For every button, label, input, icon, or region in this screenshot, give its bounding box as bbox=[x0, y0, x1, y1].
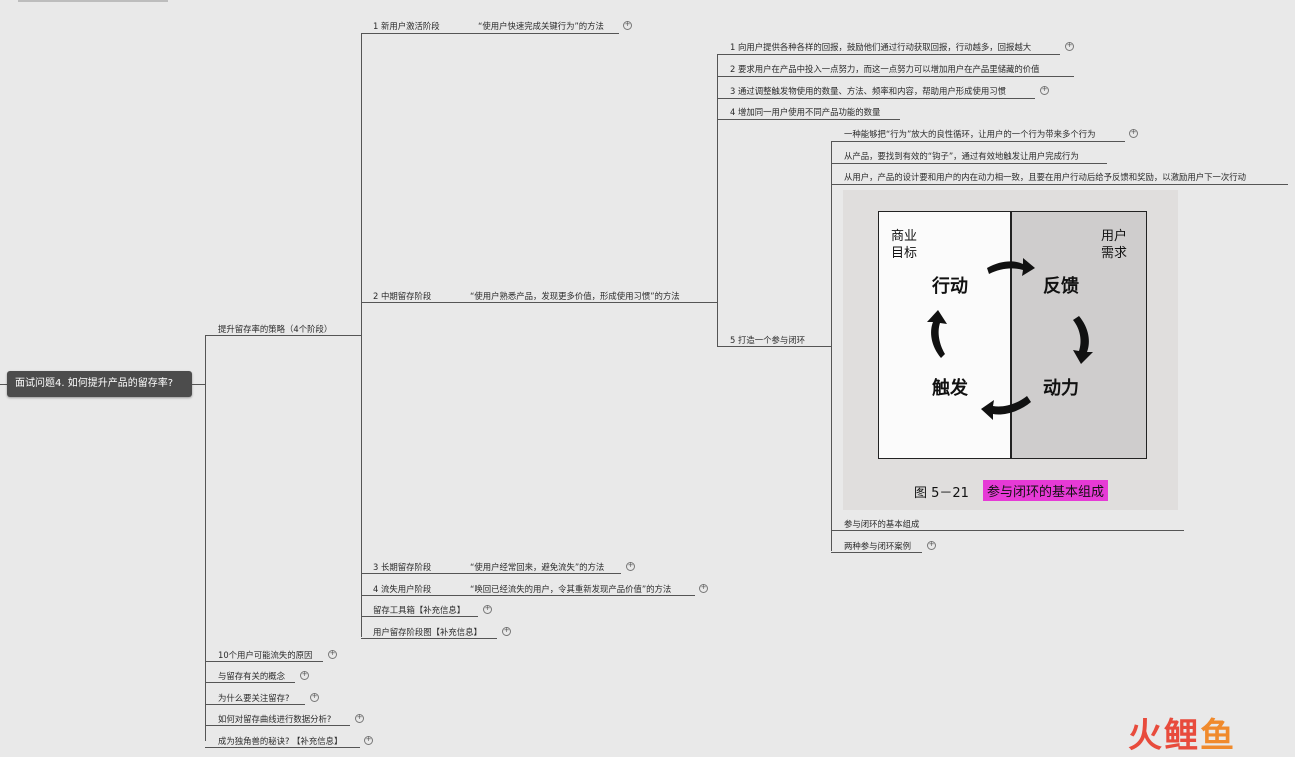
engagement-loop-figure: 商业 目标 用户 需求 行动 反馈 触发 动力 图 5－21 参与闭环的基本组成 bbox=[843, 190, 1178, 510]
logo-char-3: 鱼 bbox=[1200, 716, 1236, 756]
mid-item-1[interactable]: 1 向用户提供各种各样的回报，鼓励他们通过行动获取回报，行动越多，回报越大 bbox=[730, 42, 1032, 52]
stage2-underline bbox=[361, 302, 717, 303]
mid-trunk bbox=[717, 54, 718, 346]
stage4-note[interactable]: “唤回已经流失的用户，令其重新发现产品价值”的方法 bbox=[470, 584, 672, 594]
loop-item-2-underline bbox=[831, 163, 1107, 164]
plus-circle-icon[interactable] bbox=[1129, 129, 1138, 138]
biz-goal-line1: 商业 bbox=[891, 229, 918, 244]
root-topic[interactable]: 面试问题4. 如何提升产品的留存率? bbox=[7, 371, 192, 397]
topic-unicorn[interactable]: 成为独角兽的秘诀? 【补充信息】 bbox=[218, 736, 343, 746]
mid-item-1-underline bbox=[717, 54, 1060, 55]
topic-reasons[interactable]: 10个用户可能流失的原因 bbox=[218, 650, 313, 660]
mid-item-3-underline bbox=[717, 98, 1035, 99]
plus-circle-icon[interactable] bbox=[626, 562, 635, 571]
stage4-label[interactable]: 4 流失用户阶段 bbox=[373, 584, 432, 594]
plus-circle-icon[interactable] bbox=[699, 584, 708, 593]
loop-item-2[interactable]: 从产品，要找到有效的“钩子”，通过有效地触发让用户完成行为 bbox=[844, 151, 1079, 161]
mid-item-4[interactable]: 4 增加同一用户使用不同产品功能的数量 bbox=[730, 107, 881, 117]
plus-circle-icon[interactable] bbox=[355, 714, 364, 723]
user-need-panel bbox=[1011, 211, 1147, 459]
node-feedback: 反馈 bbox=[1043, 276, 1079, 297]
topic-concepts-underline bbox=[205, 682, 295, 683]
stage2-note[interactable]: “使用户熟悉产品，发现更多价值，形成使用习惯”的方法 bbox=[470, 291, 680, 301]
loop-item-1[interactable]: 一种能够把“行为”放大的良性循环，让用户的一个行为带来多个行为 bbox=[844, 129, 1096, 139]
logo-char-1: 火 bbox=[1128, 716, 1164, 756]
topic-why-underline bbox=[205, 704, 305, 705]
plus-circle-icon[interactable] bbox=[623, 21, 632, 30]
stage1-underline bbox=[361, 33, 619, 34]
loop-trunk bbox=[831, 141, 832, 551]
plus-circle-icon[interactable] bbox=[328, 650, 337, 659]
plus-circle-icon[interactable] bbox=[927, 541, 936, 550]
arrow-up-icon bbox=[927, 310, 947, 358]
plus-circle-icon[interactable] bbox=[483, 605, 492, 614]
toolbox-underline bbox=[361, 616, 478, 617]
stage-map-label[interactable]: 用户留存阶段图【补充信息】 bbox=[373, 627, 482, 637]
loop-item-4-underline bbox=[831, 530, 1184, 531]
toolbox-label[interactable]: 留存工具箱【补充信息】 bbox=[373, 605, 466, 615]
user-need-line1: 用户 bbox=[1101, 229, 1128, 244]
loop-item-1-underline bbox=[831, 141, 1125, 142]
node-action: 行动 bbox=[932, 276, 968, 297]
topic-strategy[interactable]: 提升留存率的策略（4个阶段） bbox=[218, 324, 333, 334]
stage4-underline bbox=[361, 595, 695, 596]
mid-item-5-underline bbox=[717, 346, 831, 347]
loop-item-3[interactable]: 从用户，产品的设计要和用户的内在动力相一致，且要在用户行动后给予反馈和奖励，以激… bbox=[844, 172, 1246, 182]
node-trigger: 触发 bbox=[932, 378, 968, 399]
loop-item-4[interactable]: 参与闭环的基本组成 bbox=[844, 519, 920, 529]
arrow-left-icon bbox=[981, 396, 1031, 420]
loop-item-5[interactable]: 两种参与闭环案例 bbox=[844, 541, 911, 551]
logo-char-2: 鲤 bbox=[1164, 716, 1200, 756]
topic-analysis[interactable]: 如何对留存曲线进行数据分析? bbox=[218, 714, 332, 724]
root-left-stub bbox=[0, 384, 7, 385]
user-need-line2: 需求 bbox=[1101, 246, 1128, 261]
plus-circle-icon[interactable] bbox=[364, 736, 373, 745]
root-connector bbox=[192, 384, 205, 385]
mid-item-3[interactable]: 3 通过调整触发物使用的数量、方法、频率和内容，帮助用户形成使用习惯 bbox=[730, 86, 1006, 96]
plus-circle-icon[interactable] bbox=[1065, 42, 1074, 51]
plus-circle-icon[interactable] bbox=[310, 693, 319, 702]
stage1-note[interactable]: “使用户快速完成关键行为”的方法 bbox=[478, 21, 604, 31]
topic-why[interactable]: 为什么要关注留存? bbox=[218, 693, 290, 703]
topic-concepts[interactable]: 与留存有关的概念 bbox=[218, 671, 285, 681]
mid-item-4-underline bbox=[717, 119, 900, 120]
loop-item-3-underline bbox=[831, 184, 1288, 185]
topic-reasons-underline bbox=[205, 661, 323, 662]
arrow-down-icon bbox=[1073, 316, 1093, 364]
watermark-logo: 火鲤鱼 bbox=[1128, 708, 1236, 757]
stage2-label[interactable]: 2 中期留存阶段 bbox=[373, 291, 432, 301]
level1-trunk bbox=[205, 335, 206, 741]
plus-circle-icon[interactable] bbox=[502, 627, 511, 636]
topic-strategy-underline bbox=[205, 335, 361, 336]
top-scroll-indicator bbox=[18, 0, 168, 2]
stage3-label[interactable]: 3 长期留存阶段 bbox=[373, 562, 432, 572]
plus-circle-icon[interactable] bbox=[1040, 86, 1049, 95]
topic-analysis-underline bbox=[205, 725, 350, 726]
loop-arrows bbox=[927, 258, 1093, 420]
plus-circle-icon[interactable] bbox=[300, 671, 309, 680]
mid-item-5[interactable]: 5 打造一个参与闭环 bbox=[730, 335, 805, 345]
arrow-right-icon bbox=[987, 258, 1035, 276]
mid-item-2-underline bbox=[717, 76, 1074, 77]
stage-map-underline bbox=[361, 638, 497, 639]
node-motivation: 动力 bbox=[1043, 378, 1079, 399]
stage3-underline bbox=[361, 573, 621, 574]
loop-item-5-underline bbox=[831, 552, 922, 553]
topic-unicorn-underline bbox=[205, 747, 360, 748]
business-goal-panel bbox=[878, 211, 1011, 459]
stage1-label[interactable]: 1 新用户激活阶段 bbox=[373, 21, 440, 31]
stage3-note[interactable]: “使用户经常回来，避免流失”的方法 bbox=[470, 562, 605, 572]
figure-caption-text: 参与闭环的基本组成 bbox=[983, 480, 1109, 501]
stages-trunk bbox=[361, 33, 362, 637]
biz-goal-line2: 目标 bbox=[891, 246, 918, 261]
figure-caption-number: 图 5－21 bbox=[914, 486, 969, 501]
mid-item-2[interactable]: 2 要求用户在产品中投入一点努力，而这一点努力可以增加用户在产品里储藏的价值 bbox=[730, 64, 1040, 74]
